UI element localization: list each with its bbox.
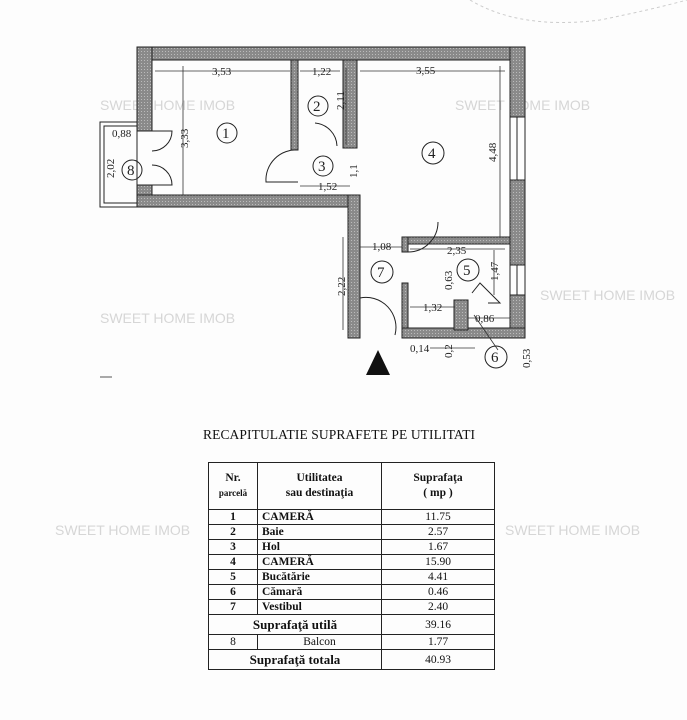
dim-label: 0,53 bbox=[521, 348, 533, 368]
cell-area: 15.90 bbox=[381, 554, 495, 570]
room-number: 3 bbox=[318, 159, 326, 175]
room-number: 6 bbox=[491, 350, 499, 366]
room-numbers: 1 2 3 4 5 6 7 8 bbox=[121, 95, 508, 369]
dim-label: 0,63 bbox=[443, 270, 455, 290]
cell-nr: 4 bbox=[208, 554, 258, 570]
useful-area-value: 39.16 bbox=[381, 614, 495, 635]
summary-title: RECAPITULATIE SUPRAFETE PE UTILITATI bbox=[203, 427, 476, 442]
cell-name: Balcon bbox=[257, 634, 382, 650]
dim-label: 1,1 bbox=[348, 164, 360, 178]
room-number: 1 bbox=[222, 126, 230, 142]
header-util-sub: sau destinaţia bbox=[285, 487, 354, 499]
total-area-label: Suprafaţă totala bbox=[208, 649, 382, 670]
room-number: 7 bbox=[377, 265, 385, 281]
dimension-labels: 3,53 1,22 3,55 2,11 3,33 0,88 2,02 1,1 1… bbox=[105, 65, 533, 368]
cell-nr: 3 bbox=[208, 539, 258, 555]
cell-area: 11.75 bbox=[381, 509, 495, 525]
dim-label: 0,14 bbox=[410, 343, 430, 355]
cell-nr: 8 bbox=[208, 634, 258, 650]
cell-name: Vestibul bbox=[257, 599, 382, 615]
dim-label: 3,33 bbox=[179, 128, 191, 148]
dimension-lines bbox=[155, 66, 510, 351]
watermark: SWEET HOME IMOB bbox=[540, 287, 675, 303]
dim-label: 3,55 bbox=[416, 65, 436, 77]
dim-label: 1,08 bbox=[372, 241, 392, 253]
cell-name: Cămară bbox=[257, 584, 382, 600]
summary-table: Nr. parcelă Utilitatea sau destinaţia Supr… bbox=[208, 462, 495, 670]
dim-label: 0,88 bbox=[112, 128, 132, 140]
header-util: Utilitatea bbox=[296, 472, 343, 484]
cell-nr: 7 bbox=[208, 599, 258, 615]
cell-nr: 2 bbox=[208, 524, 258, 540]
cell-area: 2.57 bbox=[381, 524, 495, 540]
dim-label: 2,02 bbox=[105, 159, 117, 178]
cell-area: 1.77 bbox=[381, 634, 495, 650]
room-number: 5 bbox=[463, 263, 471, 279]
cell-nr: 6 bbox=[208, 584, 258, 600]
header-nr-sub: parcelă bbox=[218, 488, 248, 498]
cell-area: 1.67 bbox=[381, 539, 495, 555]
watermark: SWEET HOME IMOB bbox=[100, 310, 235, 326]
cell-name: CAMERĂ bbox=[257, 509, 382, 525]
cell-name: Baie bbox=[257, 524, 382, 540]
dim-label: 1,32 bbox=[423, 302, 442, 314]
cell-name: CAMERĂ bbox=[257, 554, 382, 570]
stamp bbox=[469, 0, 687, 23]
dim-label: 2,11 bbox=[335, 91, 347, 110]
cell-name: Bucătărie bbox=[257, 569, 382, 585]
room-number: 4 bbox=[428, 146, 436, 162]
dim-label: 1,52 bbox=[318, 181, 337, 193]
dim-label: 0,2 bbox=[443, 344, 455, 358]
total-area-value: 40.93 bbox=[381, 649, 495, 670]
header-area: Suprafaţa bbox=[413, 472, 463, 484]
dim-label: 0,86 bbox=[475, 313, 495, 325]
dim-label: 4,48 bbox=[487, 142, 499, 162]
cell-nr: 1 bbox=[208, 509, 258, 525]
cell-name: Hol bbox=[257, 539, 382, 555]
cell-area: 2.40 bbox=[381, 599, 495, 615]
north-arrow bbox=[366, 350, 390, 375]
watermark: SWEET HOME IMOB bbox=[100, 97, 235, 113]
cell-nr: 5 bbox=[208, 569, 258, 585]
cell-area: 4.41 bbox=[381, 569, 495, 585]
dim-label: 3,53 bbox=[212, 66, 232, 78]
header-area-sub: ( mp ) bbox=[423, 487, 453, 499]
header-nr: Nr. bbox=[225, 472, 241, 484]
dim-label: 2,35 bbox=[447, 245, 467, 257]
doors bbox=[151, 122, 502, 336]
useful-area-label: Suprafaţă utilă bbox=[208, 614, 382, 635]
cell-area: 0.46 bbox=[381, 584, 495, 600]
dim-label: 2,22 bbox=[336, 277, 348, 296]
windows bbox=[99, 116, 526, 296]
table-header: Nr. parcelă Utilitatea sau destinaţia Supr… bbox=[208, 462, 495, 510]
walls bbox=[136, 46, 526, 339]
dim-label: 1,22 bbox=[312, 66, 331, 78]
watermark: SWEET HOME IMOB bbox=[505, 522, 640, 538]
dim-label: 1,47 bbox=[489, 261, 501, 281]
room-number: 8 bbox=[127, 163, 135, 179]
room-number: 2 bbox=[313, 99, 321, 115]
watermark: SWEET HOME IMOB bbox=[55, 522, 190, 538]
